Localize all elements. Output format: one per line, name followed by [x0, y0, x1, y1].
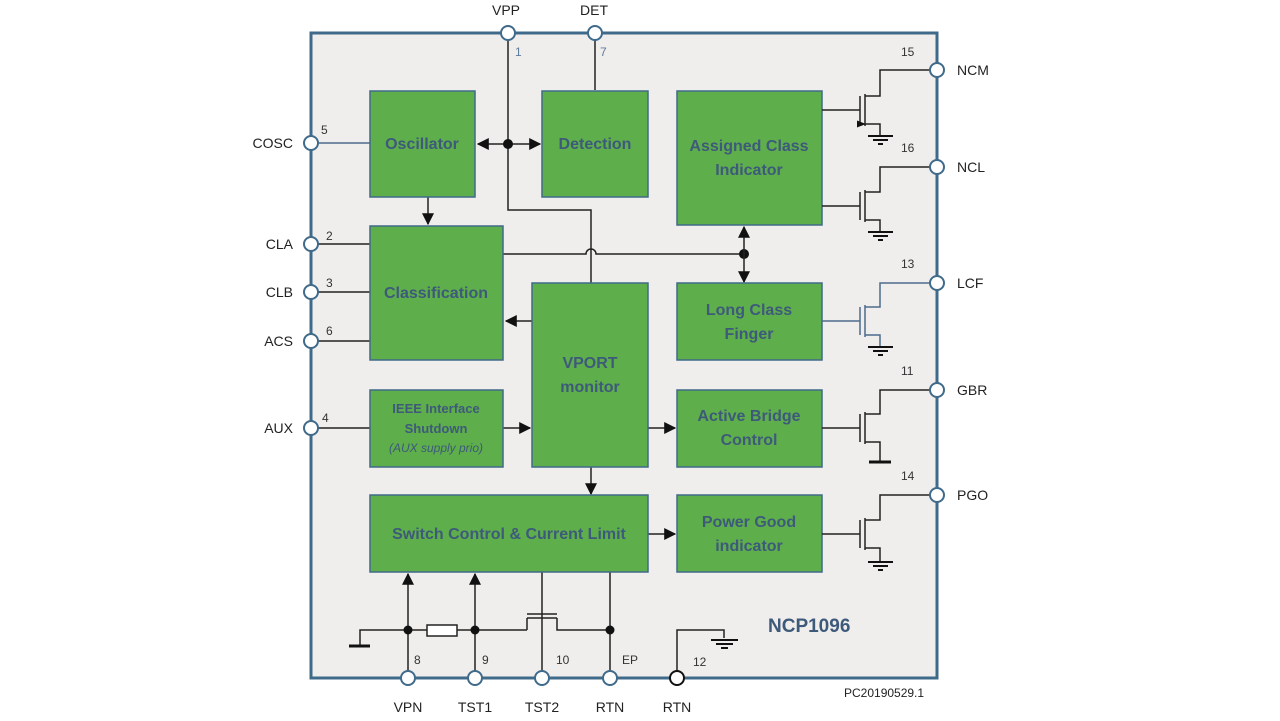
- pin-num-cosc: 5: [321, 123, 328, 137]
- pin-name-cosc: COSC: [253, 135, 293, 151]
- pin-num-rtn-12: 12: [693, 655, 707, 669]
- pin-name-ncl: NCL: [957, 159, 985, 175]
- vport-label: VPORT: [562, 355, 617, 372]
- pin-num-rtn-ep: EP: [622, 653, 638, 667]
- pin-cosc: [303, 135, 319, 151]
- pin-vpp: [500, 25, 516, 41]
- switch-control-label: Switch Control & Current Limit: [392, 526, 626, 543]
- junction-dot: [605, 625, 615, 635]
- long-class-label: Long Class: [706, 302, 792, 319]
- mosfet-ncl: [822, 166, 930, 241]
- pin-rtn-ep: [602, 670, 618, 686]
- pin-num-tst1: 9: [482, 653, 489, 667]
- pin-name-lcf: LCF: [957, 275, 983, 291]
- pin-name-acs: ACS: [264, 333, 293, 349]
- mosfet-pgo: [822, 494, 930, 571]
- doc-id: PC20190529.1: [844, 686, 924, 700]
- pin-pgo: [929, 487, 945, 503]
- pin-num-det: 7: [600, 45, 607, 59]
- pin-num-clb: 3: [326, 276, 333, 290]
- switch-control-block: [369, 494, 649, 573]
- vport-monitor-block: [531, 282, 649, 468]
- assigned-class-label: Assigned Class: [689, 138, 808, 155]
- pin-rtn-12: [669, 670, 685, 686]
- active-bridge-label-2: Control: [721, 432, 778, 449]
- pin-name-aux: AUX: [264, 420, 293, 436]
- classification-block: [369, 225, 504, 361]
- pin-num-pgo: 14: [901, 469, 915, 483]
- power-good-label: Power Good: [702, 514, 796, 531]
- power-good-block: [676, 494, 823, 573]
- pin-num-vpn: 8: [414, 653, 421, 667]
- mosfet-gbr: [822, 389, 930, 464]
- pin-tst2: [534, 670, 550, 686]
- pin-tst1: [467, 670, 483, 686]
- oscillator-label: Oscillator: [385, 136, 459, 153]
- pin-num-lcf: 13: [901, 257, 915, 271]
- pin-num-gbr: 11: [901, 364, 914, 378]
- pin-num-tst2: 10: [556, 653, 570, 667]
- oscillator-block: [369, 90, 476, 198]
- assigned-class-label-2: Indicator: [715, 162, 783, 179]
- pin-name-rtn-ep: RTN: [596, 699, 625, 715]
- pin-lcf: [929, 275, 945, 291]
- detection-label: Detection: [559, 136, 632, 153]
- active-bridge-label: Active Bridge: [697, 408, 800, 425]
- pin-name-cla: CLA: [266, 236, 294, 252]
- pin-name-gbr: GBR: [957, 382, 987, 398]
- pin-name-vpp: VPP: [492, 2, 520, 18]
- pin-cla: [303, 236, 319, 252]
- chip-name: NCP1096: [768, 616, 850, 637]
- ieee-label-3: (AUX supply prio): [389, 441, 483, 455]
- assigned-class-block: [676, 90, 823, 226]
- small-mosfet: [526, 613, 610, 631]
- classification-label: Classification: [384, 285, 488, 302]
- junction-dot: [470, 625, 480, 635]
- vpp-wire: [507, 40, 592, 283]
- long-class-label-2: Finger: [725, 326, 774, 343]
- pin-num-aux: 4: [322, 411, 329, 425]
- pin-ncm: [929, 62, 945, 78]
- ieee-shutdown-block: [369, 389, 504, 468]
- ieee-label-2: Shutdown: [405, 421, 468, 436]
- resistor: [426, 624, 458, 637]
- pin-det: [587, 25, 603, 41]
- pin-num-ncl: 16: [901, 141, 915, 155]
- pin-name-det: DET: [580, 2, 608, 18]
- junction-dot: [503, 139, 513, 149]
- pin-name-clb: CLB: [266, 284, 293, 300]
- rtn12-wire: [676, 629, 725, 672]
- pin-name-vpn: VPN: [394, 699, 423, 715]
- pin-name-rtn-12: RTN: [663, 699, 692, 715]
- pin-num-cla: 2: [326, 229, 333, 243]
- pin-num-acs: 6: [326, 324, 333, 338]
- pin-clb: [303, 284, 319, 300]
- junction-dot: [403, 625, 413, 635]
- power-good-label-2: indicator: [715, 538, 783, 555]
- active-bridge-block: [676, 389, 823, 468]
- mosfet-ncm: [822, 69, 930, 145]
- pin-ncl: [929, 159, 945, 175]
- pin-gbr: [929, 382, 945, 398]
- ieee-label: IEEE Interface: [392, 401, 479, 416]
- detection-block: [541, 90, 649, 198]
- pin-aux: [303, 420, 319, 436]
- long-class-finger-block: [676, 282, 823, 361]
- pin-acs: [303, 333, 319, 349]
- vport-label-2: monitor: [560, 379, 620, 396]
- pin-num-ncm: 15: [901, 45, 915, 59]
- pin-num-vpp: 1: [515, 45, 522, 59]
- pin-vpn: [400, 670, 416, 686]
- pin-name-tst1: TST1: [458, 699, 492, 715]
- pin-name-tst2: TST2: [525, 699, 559, 715]
- mosfet-lcf: [822, 282, 930, 356]
- pin-name-ncm: NCM: [957, 62, 989, 78]
- class-bus-wire: [503, 248, 744, 255]
- pin-name-pgo: PGO: [957, 487, 988, 503]
